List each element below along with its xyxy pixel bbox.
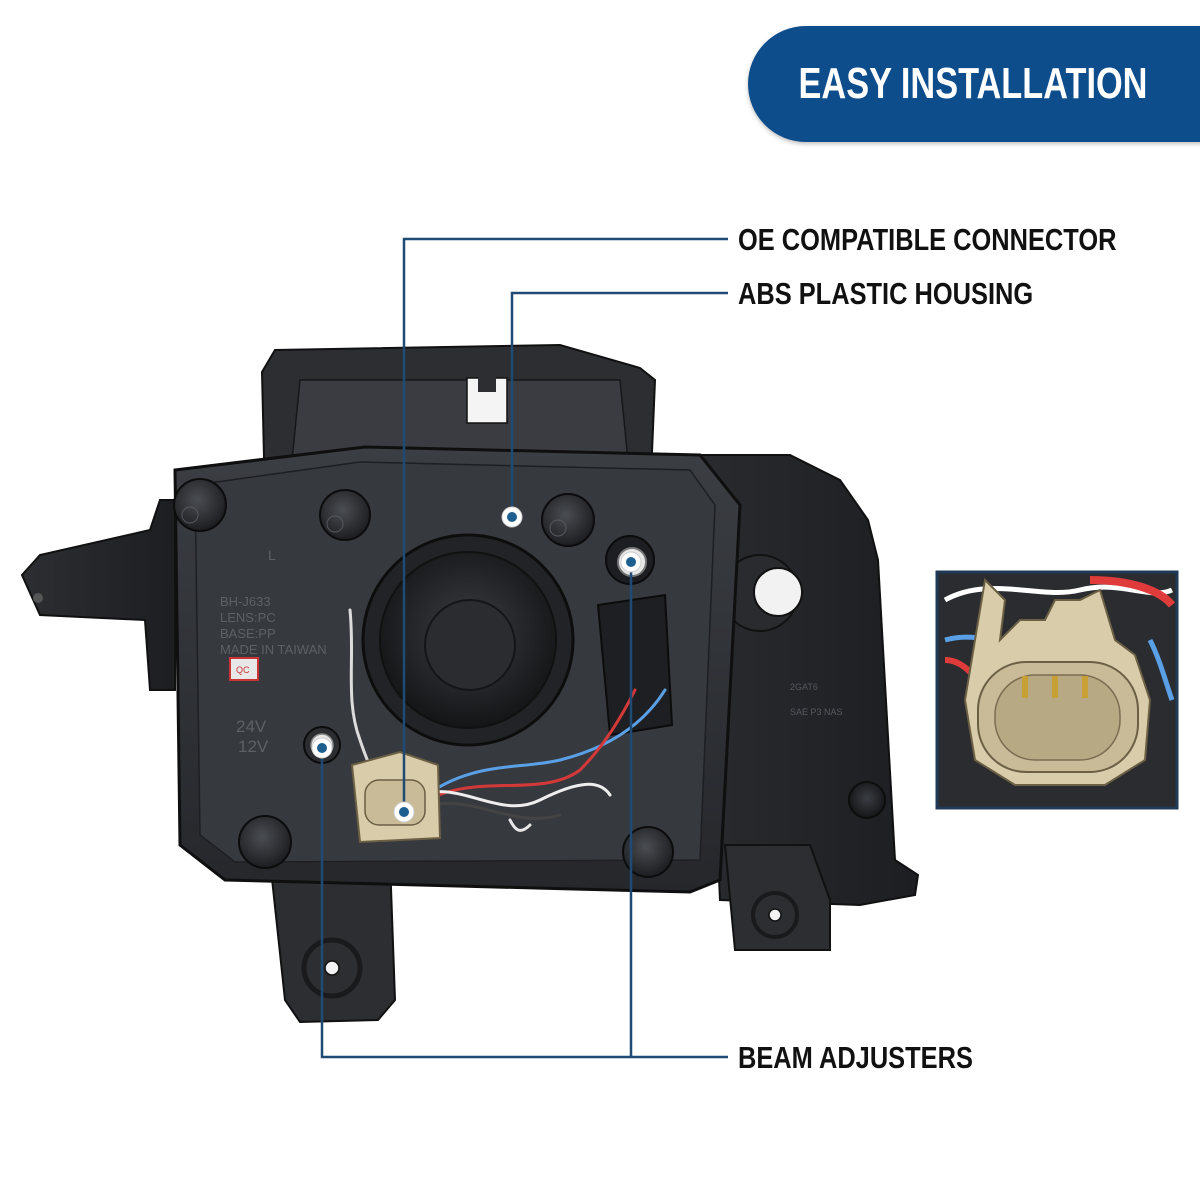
- callout-adjusters: BEAM ADJUSTERS: [738, 1040, 973, 1075]
- callout-connector: OE COMPATIBLE CONNECTOR: [738, 222, 1117, 257]
- base-text: BASE:PP: [220, 626, 276, 641]
- voltage-top-text: 24V: [236, 717, 267, 736]
- connector-inset: [935, 570, 1179, 810]
- origin-text: MADE IN TAIWAN: [220, 642, 327, 657]
- callout-housing: ABS PLASTIC HOUSING: [738, 276, 1034, 311]
- callout-dots: [311, 506, 642, 823]
- svg-text:SAE P3 NAS: SAE P3 NAS: [790, 707, 843, 717]
- qc-sticker: QC: [229, 657, 259, 681]
- left-mount-tab: [20, 499, 176, 691]
- screw-caps: [173, 478, 674, 878]
- part-number-text: BH-J633: [220, 594, 271, 609]
- qc-text: QC: [236, 665, 250, 675]
- housing-markings: BH-J633 LENS:PC BASE:PP MADE IN TAIWAN L…: [220, 547, 327, 756]
- banner-title: EASY INSTALLATION: [798, 59, 1148, 108]
- leader-lines: [320, 237, 728, 1059]
- svg-text:2GAT6: 2GAT6: [790, 682, 818, 692]
- housing-connector: [350, 750, 442, 844]
- voltage-text: 12V: [238, 737, 269, 756]
- lower-brackets: [268, 844, 831, 1024]
- banner: EASY INSTALLATION: [748, 26, 1200, 142]
- lens-text: LENS:PC: [220, 610, 276, 625]
- side-mark-text: L: [268, 547, 276, 563]
- bulb-dust-cap: [361, 533, 575, 747]
